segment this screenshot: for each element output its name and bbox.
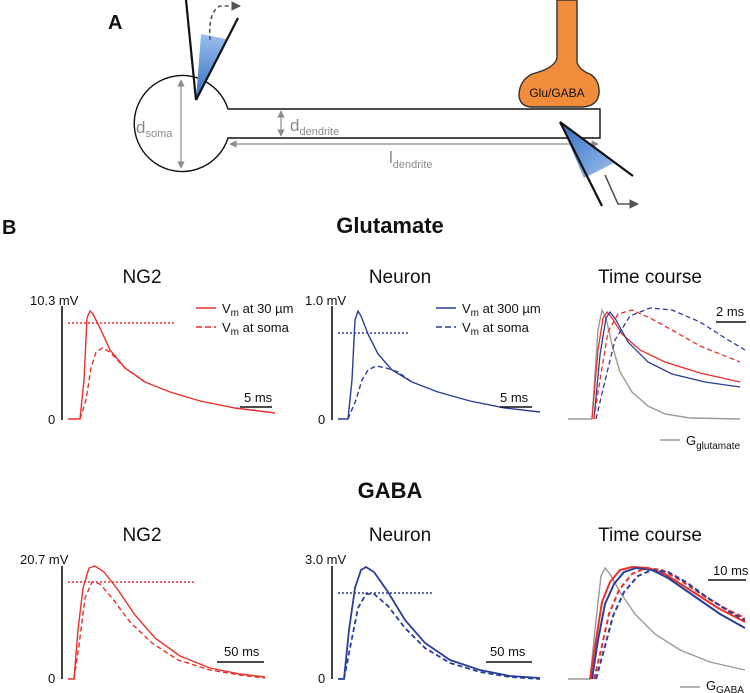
glu-ng2-trace-soma — [79, 347, 146, 420]
gaba-ng2-trace-soma — [73, 581, 266, 680]
gaba-ng2-title: NG2 — [122, 525, 161, 546]
synapse-terminal: Glu/GABA — [518, 0, 600, 108]
glu-neuron-legend: Vm at 300 µm Vm at soma — [436, 301, 541, 338]
glu-ng2-legend-item-1: Vm at 30 µm — [222, 301, 293, 319]
glu-ng2-trace-dendrite — [68, 309, 276, 420]
glu-tc-neuron-dendrite — [593, 310, 741, 420]
synapse-label: Glu/GABA — [529, 86, 584, 100]
glu-neuron-trace-dendrite — [338, 309, 541, 420]
glutamate-title: Glutamate — [336, 213, 444, 238]
glu-ng2-legend-item-2: Vm at soma — [222, 320, 290, 338]
glu-ng2-plot: NG2 10.3 mV 0 5 ms Vm at 30 µm Vm at som… — [30, 267, 293, 427]
gaba-neuron-trace-dendrite — [338, 565, 541, 680]
panel-a-label: A — [108, 12, 122, 34]
glu-ng2-scale-zero: 0 — [48, 412, 55, 427]
gaba-neuron-scale-top: 3.0 mV — [305, 552, 347, 567]
dendrite-diameter-label: ddendrite — [290, 116, 339, 138]
glu-neuron-trace-soma — [347, 365, 413, 420]
glu-tc-time-scale-label: 2 ms — [716, 304, 745, 319]
dendrite-length-label: ldendrite — [389, 148, 433, 171]
gaba-ng2-scale-zero: 0 — [48, 671, 55, 686]
gaba-tc-time-scale-label: 10 ms — [713, 563, 749, 578]
glu-tc-g-trace — [568, 307, 741, 420]
dendrite-pipette — [559, 121, 639, 209]
gaba-tc-ng2-dendrite — [589, 565, 746, 680]
panel-b-label: B — [2, 217, 16, 239]
glu-neuron-time-scale-label: 5 ms — [500, 390, 529, 405]
panel-a: A dsoma ddendrite ldendrite Glu/GABA — [108, 0, 639, 209]
soma-diameter-label: dsoma — [136, 118, 173, 140]
gaba-title: GABA — [358, 478, 423, 503]
gaba-tc-legend-label: GGABA — [706, 678, 744, 693]
glu-ng2-legend: Vm at 30 µm Vm at soma — [196, 301, 293, 338]
gaba-neuron-scale-zero: 0 — [318, 671, 325, 686]
glu-tc-ng2-soma — [593, 309, 741, 420]
gaba-tc-neuron-soma — [595, 568, 746, 680]
gaba-time-course-title: Time course — [598, 525, 702, 546]
gaba-neuron-plot: Neuron 3.0 mV 0 50 ms — [305, 525, 541, 686]
glu-neuron-title: Neuron — [369, 267, 431, 288]
gaba-ng2-plot: NG2 20.7 mV 0 50 ms — [20, 525, 266, 686]
gaba-ng2-time-scale-label: 50 ms — [224, 644, 260, 659]
glu-neuron-scale-zero: 0 — [318, 412, 325, 427]
glu-ng2-scale-top: 10.3 mV — [30, 293, 79, 308]
gaba-ng2-scale-top: 20.7 mV — [20, 552, 69, 567]
gaba-time-course-plot: Time course 10 ms GGABA — [568, 525, 749, 693]
gaba-neuron-title: Neuron — [369, 525, 431, 546]
glu-tc-legend-label: Gglutamate — [686, 433, 740, 452]
gaba-ng2-trace-dendrite — [68, 565, 266, 680]
glu-neuron-scale-top: 1.0 mV — [305, 293, 347, 308]
glu-time-course-title: Time course — [598, 267, 702, 288]
glu-ng2-time-scale-label: 5 ms — [244, 390, 273, 405]
gaba-neuron-time-scale-label: 50 ms — [490, 644, 526, 659]
glu-neuron-plot: Neuron 1.0 mV 0 5 ms Vm at 300 µm Vm at … — [305, 267, 541, 427]
glu-time-course-plot: Time course 2 ms Gglutamate — [568, 267, 746, 452]
glu-neuron-legend-item-2: Vm at soma — [462, 320, 530, 338]
glu-ng2-title: NG2 — [122, 267, 161, 288]
gaba-tc-neuron-dendrite — [591, 566, 746, 680]
gaba-neuron-trace-soma — [343, 593, 541, 680]
glu-tc-neuron-soma — [595, 307, 746, 420]
glu-neuron-legend-item-1: Vm at 300 µm — [462, 301, 541, 319]
glu-tc-ng2-dendrite — [591, 310, 741, 420]
soma-pipette — [184, 0, 241, 101]
